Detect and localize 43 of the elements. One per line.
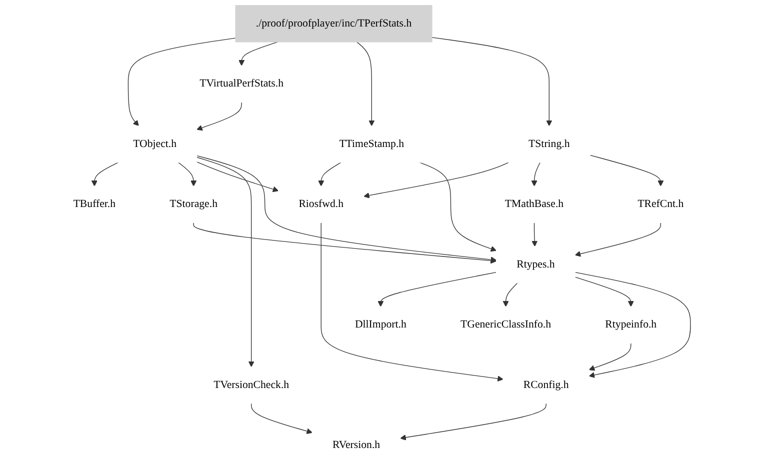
arrow xyxy=(400,403,546,440)
node-text: TString.h xyxy=(528,138,570,150)
arrow xyxy=(364,162,509,198)
arrow xyxy=(250,403,312,434)
arrow xyxy=(318,162,342,186)
node-box: ./proof/proofplayer/inc/TPerfStats.h xyxy=(235,5,432,42)
arrow xyxy=(532,222,538,247)
arrow xyxy=(196,155,497,263)
arrow xyxy=(356,42,375,126)
arrow xyxy=(574,276,634,307)
arrow xyxy=(196,102,242,131)
node-text: Rtypeinfo.h xyxy=(605,318,657,330)
arrow xyxy=(320,222,504,382)
node-text: TBuffer.h xyxy=(73,198,116,210)
arrow xyxy=(502,282,518,307)
arrow xyxy=(178,162,197,186)
node-text: TMathBase.h xyxy=(504,198,564,210)
arrow xyxy=(432,37,552,126)
arrow xyxy=(91,162,118,186)
node-text: TObject.h xyxy=(133,138,177,150)
node-text: Rtypes.h xyxy=(516,258,555,270)
node-text: RVersion.h xyxy=(332,439,380,451)
node-text: Riosfwd.h xyxy=(298,198,344,210)
arrow xyxy=(238,42,278,66)
node-text: TGenericClassInfo.h xyxy=(460,318,552,330)
arrow xyxy=(588,342,632,371)
arrow xyxy=(531,162,540,186)
node-text: TVirtualPerfStats.h xyxy=(200,78,284,90)
arrow xyxy=(196,156,254,368)
arrow xyxy=(193,222,497,264)
arrow xyxy=(419,162,497,252)
node-text: TRefCnt.h xyxy=(638,198,684,210)
arrow xyxy=(574,272,691,378)
arrow xyxy=(196,162,279,192)
arrow xyxy=(574,222,661,257)
node-text: TStorage.h xyxy=(170,198,218,210)
node-text: RConfig.h xyxy=(523,378,569,390)
arrow xyxy=(378,272,497,307)
node-text: TVersionCheck.h xyxy=(214,378,290,390)
arrow xyxy=(590,154,664,186)
node-text: TTimeStamp.h xyxy=(339,138,404,150)
arrow xyxy=(128,38,236,126)
node-text: DllImport.h xyxy=(354,318,406,330)
